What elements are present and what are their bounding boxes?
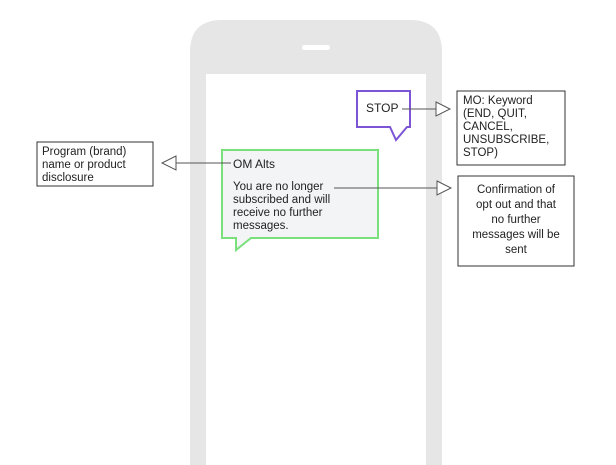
phone-screen <box>206 74 426 465</box>
message-body-line: subscribed and will <box>233 194 331 206</box>
callout-confirmation-line: sent <box>505 244 527 256</box>
message-body: You are no longer subscribed and will re… <box>233 181 373 233</box>
callout-confirmation-line: messages will be <box>472 229 560 241</box>
callout-brand-line: disclosure <box>42 172 94 184</box>
message-body-line: You are no longer <box>233 181 324 193</box>
callout-confirmation-line: no further <box>491 214 541 226</box>
callout-keyword-line: CANCEL, <box>463 121 513 133</box>
message-title: OM Alts <box>233 157 276 171</box>
callout-brand-line: Program (brand) <box>42 146 127 158</box>
callout-confirmation-box <box>457 175 575 267</box>
callout-keyword-line: MO: Keyword <box>463 95 533 107</box>
message-body-line: receive no further <box>233 207 323 219</box>
callout-brand-text: Program (brand) name or product disclosu… <box>42 146 152 185</box>
callout-confirmation-line: opt out and that <box>476 199 556 211</box>
callout-keyword-line: STOP) <box>463 147 498 159</box>
callout-keyword-line: UNSUBSCRIBE, <box>463 134 550 146</box>
callout-confirmation-text: Confirmation of opt out and that no furt… <box>459 183 573 258</box>
stop-bubble <box>356 90 411 142</box>
message-body-line: messages. <box>233 220 289 232</box>
callout-keyword-text: MO: Keyword (END, QUIT, CANCEL, UNSUBSCR… <box>463 95 563 160</box>
arrow-keyword <box>435 101 452 117</box>
arrow-confirmation <box>436 180 453 196</box>
callout-keyword-line: (END, QUIT, <box>463 108 527 120</box>
callout-brand-box <box>36 141 154 187</box>
message-bubble <box>221 149 379 253</box>
phone-speaker <box>302 45 330 50</box>
arrow-brand <box>160 155 177 171</box>
stop-label: STOP <box>366 101 399 115</box>
callout-confirmation-line: Confirmation of <box>477 184 555 196</box>
callout-brand-line: name or product <box>42 159 126 171</box>
callout-keyword-box <box>456 90 566 166</box>
